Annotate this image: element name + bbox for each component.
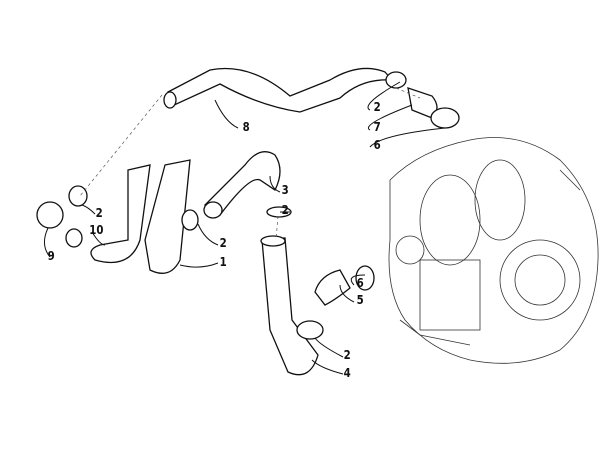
callout-6: 6 [356, 276, 364, 290]
callout-2: 2 [343, 348, 351, 362]
part-10 [90, 164, 151, 264]
callout-2: 2 [219, 236, 227, 250]
callout-3: 3 [281, 183, 289, 197]
callout-7: 7 [373, 120, 381, 134]
callout-6: 6 [373, 138, 381, 152]
callout-2: 2 [281, 203, 289, 217]
callout-8: 8 [242, 120, 250, 134]
callout-2: 2 [95, 206, 103, 220]
callout-10: 10 [89, 223, 104, 237]
callout-5: 5 [356, 293, 364, 307]
part-1 [144, 159, 191, 274]
callout-2: 2 [373, 100, 381, 114]
engine-block [388, 137, 599, 364]
callout-9: 9 [47, 249, 55, 263]
callout-1: 1 [219, 255, 227, 269]
part-8-tube [167, 67, 394, 113]
callout-4: 4 [343, 366, 351, 380]
